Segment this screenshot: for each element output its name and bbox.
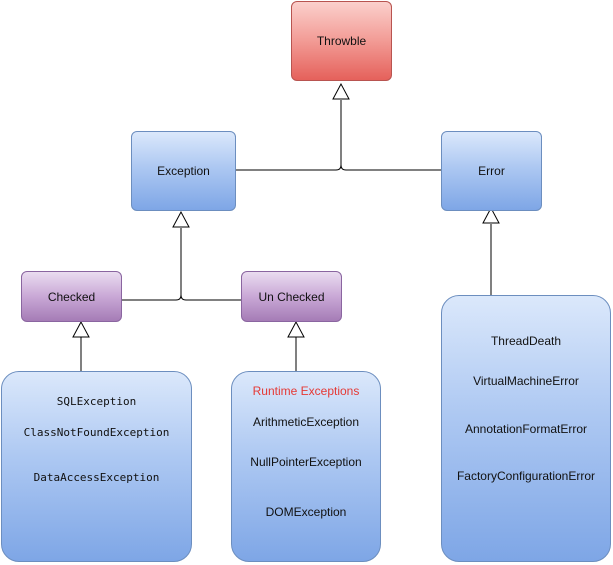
edge-error-to-throwable bbox=[340, 164, 441, 171]
error-example-item: VirtualMachineError bbox=[473, 374, 579, 388]
node-checked-label: Checked bbox=[47, 289, 96, 304]
unchecked-examples-box[interactable]: Runtime Exceptions ArithmeticException N… bbox=[231, 371, 381, 562]
edge-unchecked-to-exception bbox=[180, 294, 241, 301]
arrowhead-unchecked bbox=[287, 320, 305, 338]
unchecked-examples-heading: Runtime Exceptions bbox=[252, 384, 360, 398]
arrowhead-error bbox=[482, 206, 500, 224]
node-unchecked[interactable]: Un Checked bbox=[241, 271, 342, 322]
checked-example-item: ClassNotFoundException bbox=[23, 426, 170, 439]
unchecked-example-item: NullPointerException bbox=[250, 455, 362, 469]
node-exception[interactable]: Exception bbox=[131, 131, 236, 211]
error-examples-box[interactable]: ThreadDeath VirtualMachineError Annotati… bbox=[441, 295, 611, 562]
node-error-label: Error bbox=[478, 164, 505, 178]
edge-checked-to-exception bbox=[122, 228, 182, 301]
node-error[interactable]: Error bbox=[441, 131, 542, 211]
arrowhead-checked bbox=[72, 320, 90, 338]
error-example-item: AnnotationFormatError bbox=[464, 422, 588, 436]
error-example-item: ThreadDeath bbox=[490, 334, 562, 348]
error-example-item: FactoryConfigurationError bbox=[456, 469, 596, 483]
unchecked-example-item: ArithmeticException bbox=[252, 415, 360, 429]
arrowhead-exception bbox=[172, 210, 190, 228]
arrowhead-throwable bbox=[332, 82, 350, 100]
checked-example-item: DataAccessException bbox=[33, 471, 160, 484]
checked-example-item: SQLException bbox=[56, 395, 137, 408]
node-exception-label: Exception bbox=[157, 164, 210, 178]
node-checked[interactable]: Checked bbox=[21, 271, 122, 322]
unchecked-example-item: DOMException bbox=[265, 505, 347, 519]
node-throwable[interactable]: Throwble bbox=[291, 1, 392, 81]
node-unchecked-label: Un Checked bbox=[258, 289, 325, 304]
edge-exception-to-throwable bbox=[236, 100, 342, 171]
node-throwable-label: Throwble bbox=[316, 34, 367, 48]
checked-examples-box[interactable]: SQLException ClassNotFoundException Data… bbox=[1, 371, 192, 562]
